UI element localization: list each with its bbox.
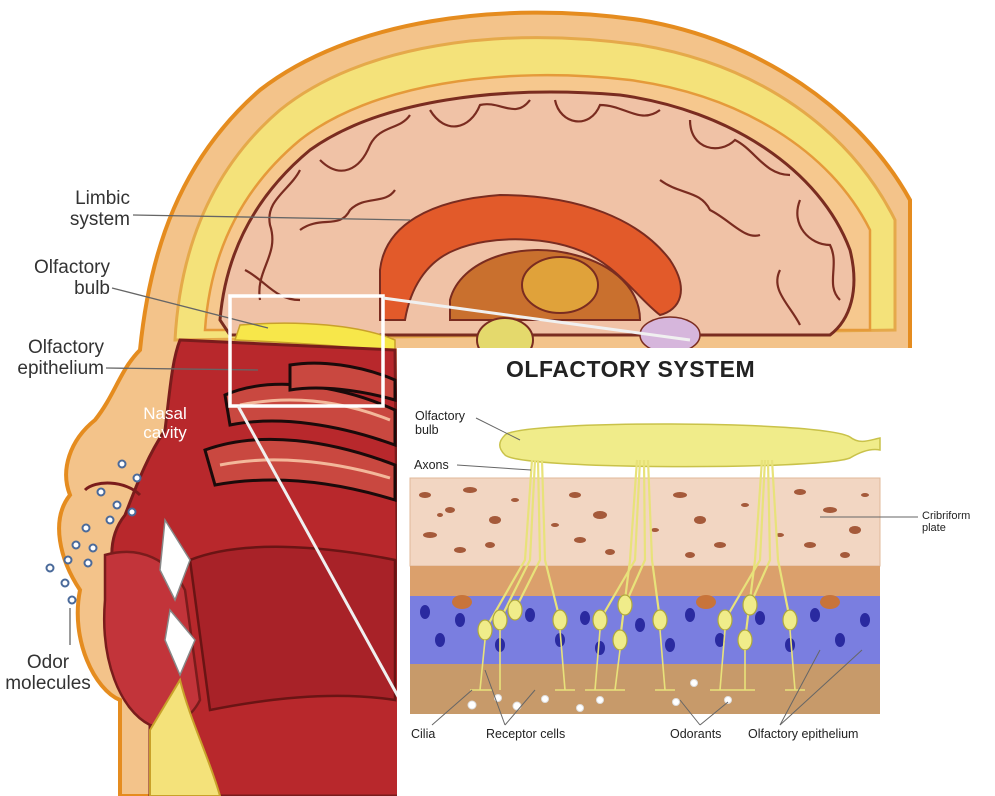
submucosa — [410, 566, 880, 596]
inset-olfactory-bulb — [500, 424, 880, 467]
inset-label-axons: Axons — [414, 458, 449, 472]
label-olfactory-bulb: Olfactory bulb — [16, 257, 110, 299]
hypothalamus — [522, 257, 598, 313]
inset-label-olfactory-bulb: Olfactory bulb — [415, 409, 465, 437]
label-nasal-cavity: Nasal cavity — [125, 404, 205, 442]
label-olfactory-epithelium: Olfactory epithelium — [0, 337, 104, 379]
inset-label-cribriform-plate: Cribriform plate — [922, 510, 995, 534]
inset-label-odorants: Odorants — [670, 727, 721, 741]
label-odor-molecules: Odor molecules — [2, 652, 94, 694]
inset-label-cilia: Cilia — [411, 727, 435, 741]
tongue — [190, 547, 395, 710]
inset-label-olfactory-epithelium: Olfactory epithelium — [748, 727, 858, 741]
label-limbic-system: Limbic system — [42, 188, 130, 230]
inset-label-receptor-cells: Receptor cells — [486, 727, 565, 741]
